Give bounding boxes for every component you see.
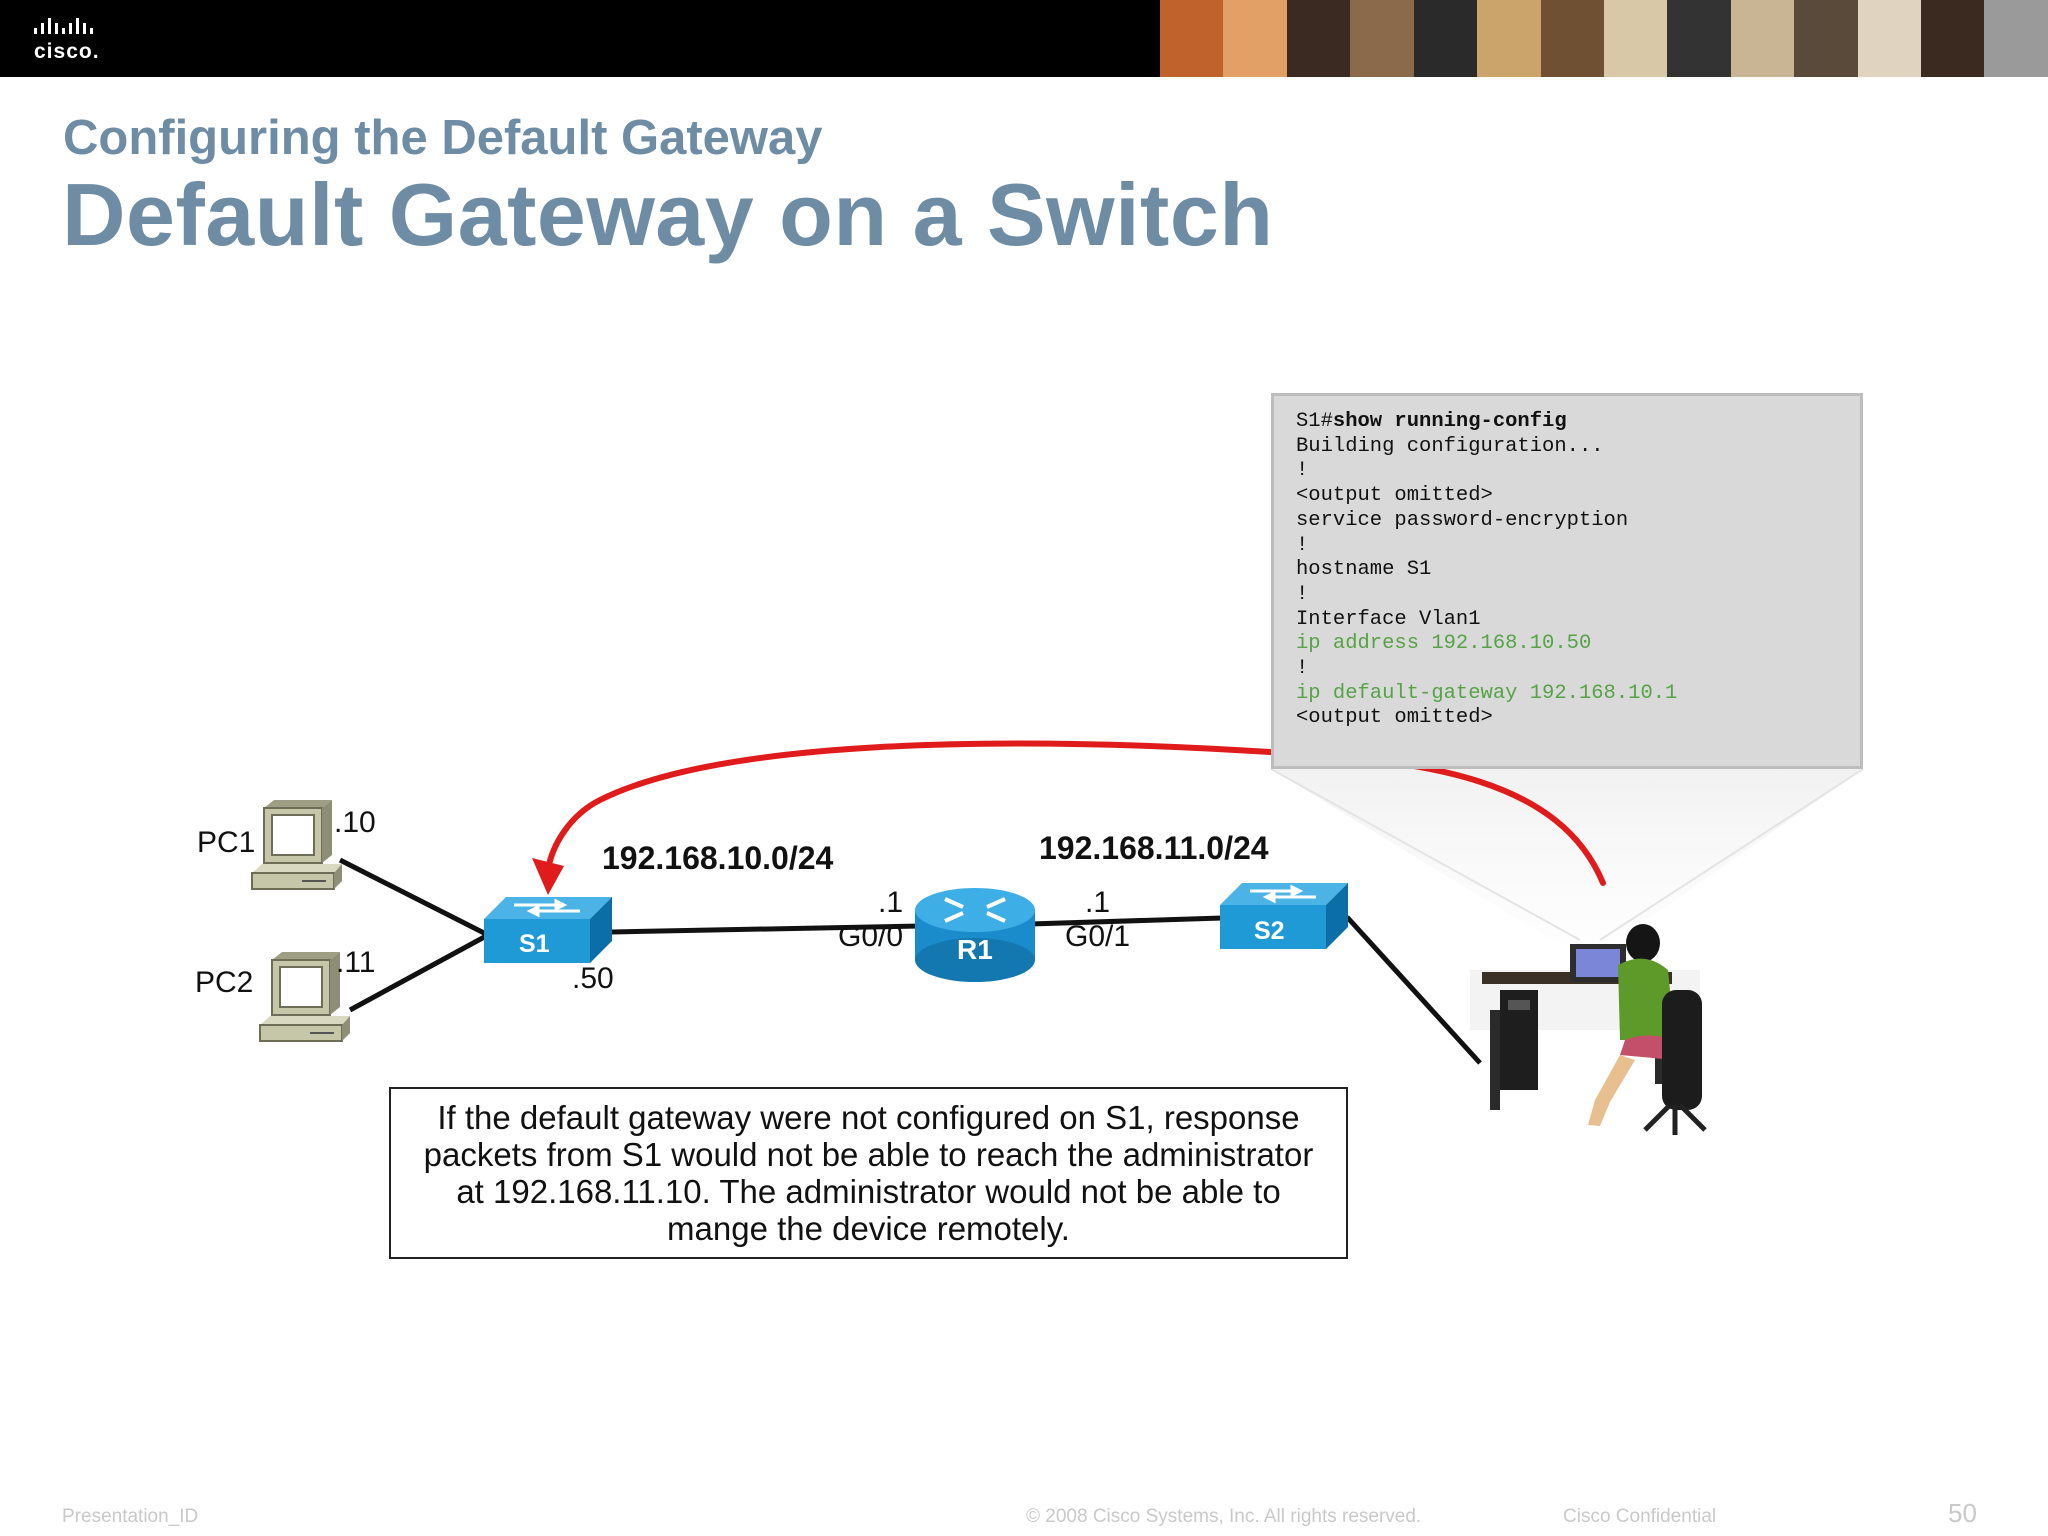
header-photo-tile [1921, 0, 1985, 77]
r1-label: R1 [957, 934, 993, 965]
footer-copyright: © 2008 Cisco Systems, Inc. All rights re… [1026, 1506, 1422, 1527]
s1-host-label: .50 [572, 962, 614, 995]
config-line: S1#show running-config [1296, 410, 1677, 435]
callout-cone-edge-right [1599, 768, 1864, 941]
config-line: Building configuration... [1296, 434, 1604, 458]
administrator-icon [1470, 924, 1707, 1135]
pc1-host-label: .10 [334, 806, 376, 839]
config-line: Interface Vlan1 [1296, 607, 1481, 631]
header-photo-tile [1603, 0, 1668, 77]
config-line: ! [1296, 459, 1309, 483]
pc2-host-label: .11 [336, 946, 376, 979]
return-path-arrow [545, 740, 1606, 886]
slide-title: Default Gateway on a Switch [62, 165, 1274, 264]
config-line: <output omitted> [1296, 484, 1493, 508]
link-s2-admin [1345, 915, 1482, 1065]
pc1-label: PC1 [197, 826, 256, 859]
config-line: <output omitted> [1296, 706, 1493, 730]
header-photo-tile [1794, 0, 1858, 77]
config-line: ! [1296, 657, 1309, 681]
explanation-text: If the default gateway were not configur… [423, 1099, 1314, 1247]
config-line: ! [1296, 533, 1309, 557]
page-number: 50 [1948, 1498, 1977, 1528]
link-s1-r1 [611, 923, 921, 935]
header-photo-tile [1857, 0, 1922, 77]
link-pc1-s1 [338, 857, 490, 938]
slide-subtitle: Configuring the Default Gateway [63, 111, 823, 165]
return-path-arrowhead [532, 858, 564, 895]
header-photo-tile [1223, 0, 1287, 77]
router-r1-icon [915, 888, 1035, 982]
callout-cone [1271, 769, 1863, 945]
header-photo-tile [1286, 0, 1351, 77]
footer-confidential: Cisco Confidential [1563, 1506, 1717, 1527]
s2-label: S2 [1254, 917, 1285, 945]
header-photo-tile [1667, 0, 1731, 77]
config-line: hostname S1 [1296, 558, 1432, 582]
r1-right-port-label: G0/1 [1065, 920, 1131, 953]
header-photo-tile [1984, 0, 2048, 77]
r1-right-host-label: .1 [1085, 886, 1111, 919]
pc2-icon [259, 952, 350, 1042]
header-photo-tile [1160, 0, 1224, 77]
r1-left-host-label: .1 [878, 886, 904, 919]
link-r1-s2 [1029, 915, 1223, 927]
s1-label: S1 [519, 930, 550, 958]
network-left-label: 192.168.10.0/24 [602, 840, 834, 876]
header-photo-tile [1477, 0, 1541, 77]
switch-s1-icon [484, 897, 612, 963]
switch-s2-icon [1220, 883, 1348, 949]
config-command: show running-config [1332, 410, 1567, 433]
header-photo-tile [1540, 0, 1604, 77]
config-line: service password-encryption [1296, 508, 1629, 532]
r1-left-port-label: G0/0 [838, 920, 904, 953]
cisco-logo-text: cisco. [34, 40, 100, 63]
config-prompt: S1# [1296, 410, 1333, 433]
config-line: ! [1296, 582, 1309, 606]
config-line: ip default-gateway 192.168.10.1 [1296, 681, 1678, 705]
cisco-logo-icon [34, 18, 93, 34]
pc1-icon [251, 800, 342, 890]
network-right-label: 192.168.11.0/24 [1039, 830, 1269, 866]
header-photo-tile [1413, 0, 1478, 77]
pc2-label: PC2 [195, 966, 254, 999]
footer-presentation-id: Presentation_ID [62, 1506, 199, 1527]
callout-cone-edge-left [1270, 768, 1581, 941]
header-photo-strip [1160, 0, 2048, 77]
header-photo-tile [1730, 0, 1795, 77]
header-bar: cisco. [0, 0, 2048, 77]
link-pc2-s1 [348, 932, 490, 1013]
explanation-box: If the default gateway were not configur… [389, 1087, 1348, 1259]
header-photo-tile [1350, 0, 1414, 77]
config-line: ip address 192.168.10.50 [1296, 632, 1592, 656]
